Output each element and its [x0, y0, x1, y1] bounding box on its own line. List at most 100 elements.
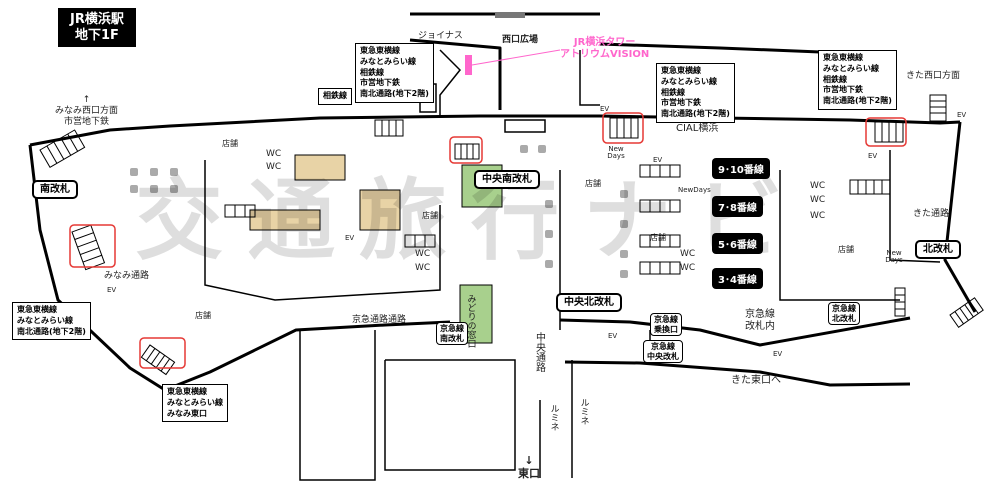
gate-central-south[interactable]: 中央南改札: [474, 170, 540, 189]
gate-north[interactable]: 北改札: [915, 240, 961, 259]
label-shop-6: 店舗: [838, 245, 854, 254]
keikyu-line: 京急線: [440, 324, 464, 333]
left-wall: [28, 144, 166, 392]
keikyu-line: 京急線: [651, 342, 675, 351]
platform-9-10[interactable]: 9･10番線: [712, 158, 770, 179]
down-arrow: ↓: [524, 454, 534, 467]
platform-3-4[interactable]: 3･4番線: [712, 268, 763, 289]
label-vision: JR横浜タワー アトリウムVISION: [560, 37, 649, 61]
label-wc-2: WC: [266, 162, 282, 172]
stairs: [39, 94, 984, 376]
label-minami-nishiguchi: ↑ みなみ西口方面 市営地下鉄: [55, 96, 118, 127]
label-minami-tsuro: みなみ通路: [104, 271, 150, 281]
stairs-bottom-far-right: [894, 287, 906, 317]
highlight-sotetsu: [449, 136, 483, 164]
label-kita-higashi: きた東口へ: [731, 375, 781, 386]
title-line2: 地下1F: [74, 27, 119, 43]
highlight-bottom-left: [139, 337, 186, 369]
vision-leader: [471, 49, 561, 66]
info-line: 市営地下鉄: [661, 98, 701, 108]
label-newdays-1: New Days: [607, 145, 625, 160]
stairs-platform-1: [639, 164, 681, 178]
info-line: 東急東横線: [17, 305, 57, 314]
stairs-left-top: [39, 129, 86, 169]
exit-highlights: [69, 112, 907, 369]
info-line: みなとみらい線: [360, 56, 416, 66]
label-wc-5: WC: [680, 249, 696, 259]
up-arrow: ↑: [82, 95, 91, 105]
platform-7-8[interactable]: 7･8番線: [712, 196, 763, 217]
title-line1: JR横浜駅: [70, 12, 124, 27]
info-line: 南北通路(地下2階): [17, 326, 86, 336]
keikyu-line: 北改札: [832, 313, 856, 323]
keikyu-line: 京急線: [832, 304, 856, 313]
label-cial: CIAL横浜: [676, 123, 719, 134]
label-wc-3: WC: [415, 249, 431, 259]
stairs-left-mid: [71, 224, 106, 271]
label-newdays-2: NewDays: [678, 186, 711, 194]
minami-nishiguchi-line1: みなみ西口方面: [55, 106, 119, 116]
label-newdays-3: New Days: [885, 249, 903, 264]
label-ev-6: EV: [868, 152, 878, 160]
label-ev-1: EV: [107, 286, 117, 294]
shop-block-2: [249, 209, 321, 231]
info-line: 市営地下鉄: [360, 78, 400, 88]
label-joinus: ジョイナス: [418, 31, 463, 41]
info-line: 相鉄線: [360, 67, 384, 77]
info-top-center: 東急東横線 みなとみらい線 相鉄線 市営地下鉄 南北通路(地下2階): [355, 43, 434, 103]
top-north-wall-2: [599, 42, 821, 54]
info-line: 相鉄線: [823, 74, 847, 84]
keikyu-central-gate[interactable]: 京急線 中央改札: [643, 340, 683, 364]
top-wall: [29, 114, 961, 147]
info-top-mid: 東急東横線 みなとみらい線 相鉄線 市営地下鉄 南北通路(地下2階): [656, 63, 735, 123]
stairs-south-1: [224, 204, 256, 218]
label-keikyu-tsuro: 京急通路通路: [352, 315, 407, 325]
label-wc-9: WC: [810, 211, 826, 221]
info-line: 相鉄線: [661, 87, 685, 97]
info-line: 東急東横線: [360, 46, 400, 55]
label-lumine-2: ルミネ: [578, 398, 589, 425]
vision-marker: [465, 55, 472, 75]
label-ev-5: EV: [957, 111, 967, 119]
shop-block-1: [294, 154, 346, 181]
label-ev-3: EV: [600, 105, 610, 113]
keikyu-north-gate[interactable]: 京急線 北改札: [828, 302, 860, 326]
platform-5-6[interactable]: 5･6番線: [712, 233, 763, 254]
keikyu-bottom-wall: [564, 360, 911, 387]
stairs-platform-3: [639, 234, 681, 248]
stairs-bottom-right: [949, 297, 984, 328]
label-ev-8: EV: [773, 350, 783, 358]
keikyu-transfer-gate[interactable]: 京急線 乗換口: [650, 313, 682, 337]
label-wc-6: WC: [680, 263, 696, 273]
vision-line2: アトリウムVISION: [560, 49, 650, 60]
right-wall: [943, 121, 977, 313]
label-wc-1: WC: [266, 149, 282, 159]
label-kita-nishiguchi: きた西口方面: [906, 71, 961, 81]
label-ev-2: EV: [345, 234, 355, 242]
keikyu-south-gate[interactable]: 京急線 南改札: [436, 322, 468, 346]
label-chuo-tsuro: 中央通路: [533, 332, 545, 372]
info-left: 東急東横線 みなとみらい線 南北通路(地下2階): [12, 302, 91, 341]
label-shop-3: 店舗: [585, 179, 601, 188]
keikyu-line: 中央改札: [647, 351, 679, 361]
info-line: 南北通路(地下2階): [661, 109, 730, 119]
info-line: 市営地下鉄: [823, 85, 863, 95]
stairs-kita-nishi: [929, 94, 947, 122]
keikyu-line: 京急線: [654, 315, 678, 324]
vision-line1: JR横浜タワー: [573, 37, 636, 48]
top-nish-wall: [409, 38, 502, 110]
label-wc-8: WC: [810, 195, 826, 205]
map-title: JR横浜駅 地下1F: [58, 8, 136, 48]
label-midori: みどりの窓口: [465, 294, 476, 348]
info-line: 東急東横線: [823, 53, 863, 62]
highlight-north: [865, 117, 907, 147]
label-ev-4: EV: [653, 156, 663, 164]
stairs-south-2: [404, 234, 436, 248]
label-shop-4: 店舗: [650, 233, 666, 242]
info-line: 南北通路(地下2階): [823, 96, 892, 106]
keikyu-kaisatsu-line: 改札内: [745, 321, 775, 332]
gate-south[interactable]: 南改札: [32, 180, 78, 199]
gate-central-north[interactable]: 中央北改札: [556, 293, 622, 312]
stairs-platform-4: [639, 261, 681, 275]
